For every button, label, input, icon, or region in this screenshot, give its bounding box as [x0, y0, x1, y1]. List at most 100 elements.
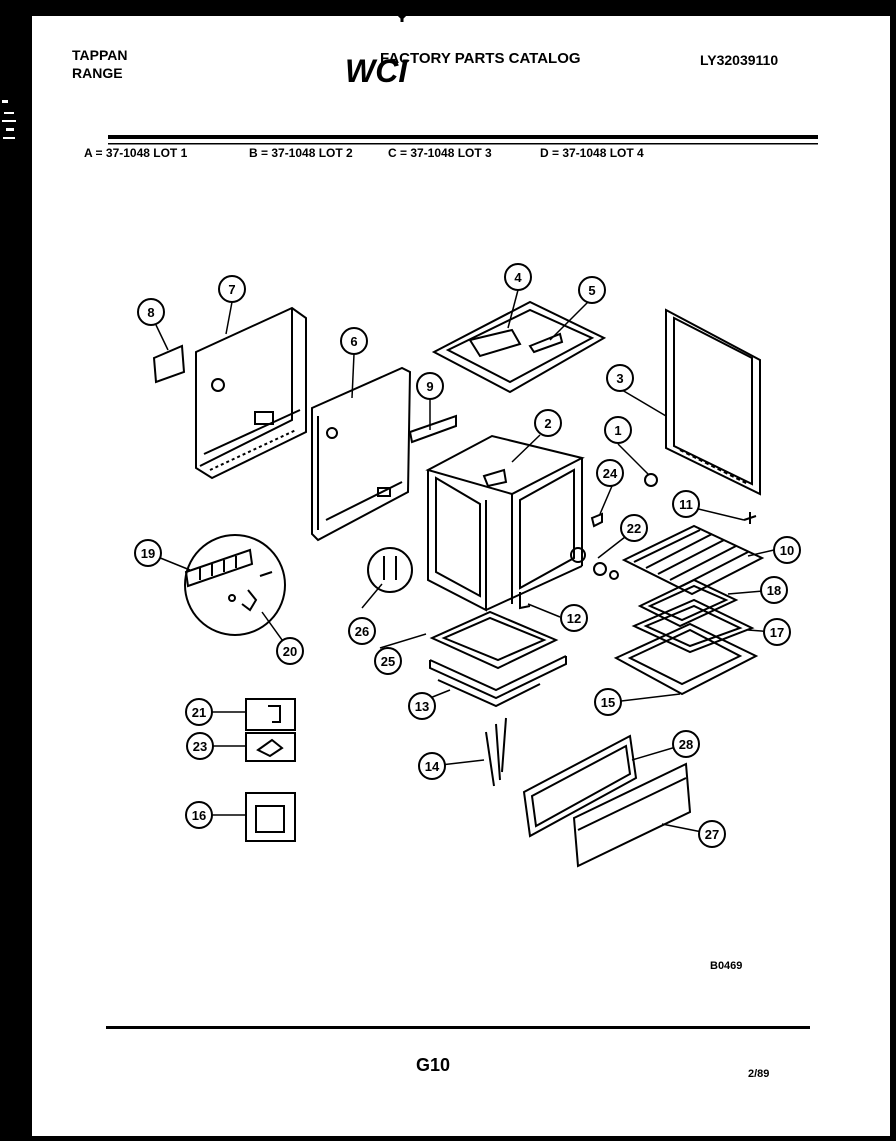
parts-linework	[152, 300, 765, 868]
part-clip	[519, 592, 531, 610]
callout-8: 8	[137, 298, 165, 326]
callout-label: 15	[601, 695, 615, 710]
callout-label: 21	[192, 705, 206, 720]
callout-23: 23	[186, 732, 214, 760]
logo-text: WCI	[345, 53, 408, 89]
part-tube	[367, 547, 413, 593]
part-broil-pan	[637, 578, 739, 628]
callout-22: 22	[620, 514, 648, 542]
callout-7: 7	[218, 275, 246, 303]
callout-label: 27	[705, 827, 719, 842]
callout-label: 24	[603, 466, 618, 481]
brand-line-2: RANGE	[72, 65, 123, 81]
wci-logo: WCI	[345, 53, 408, 89]
callout-label: 12	[567, 611, 581, 626]
callout-label: 7	[228, 282, 235, 297]
part-hinge	[485, 717, 507, 787]
part-top-panel	[431, 300, 607, 394]
header-rule-thin	[108, 143, 818, 145]
footer-rule	[106, 1026, 810, 1029]
part-pin	[590, 512, 603, 528]
part-rack	[621, 524, 765, 596]
part-kick-plate	[572, 762, 692, 868]
brand-block: TAPPAN RANGE	[72, 46, 127, 82]
model-number: LY32039110	[700, 52, 779, 68]
drawing-code: B0469	[710, 960, 743, 972]
part-drawer-panel	[522, 734, 638, 838]
callout-label: 1	[614, 423, 621, 438]
callout-label: 19	[141, 546, 155, 561]
callout-13: 13	[408, 692, 436, 720]
callouts: 1 2 3 4 5 6 7 8 9 10 11 12 13 14 15 16 1…	[134, 263, 801, 848]
callout-label: 8	[147, 305, 154, 320]
brand-line-1: TAPPAN	[72, 47, 128, 63]
part-knob	[644, 473, 658, 487]
callout-1: 1	[604, 416, 632, 444]
callout-16: 16	[185, 801, 213, 829]
callout-5: 5	[578, 276, 606, 304]
callout-label: 2	[544, 416, 551, 431]
callout-label: 18	[767, 583, 781, 598]
part-regulator-box	[245, 732, 296, 762]
callout-17: 17	[763, 618, 791, 646]
callout-label: 9	[426, 379, 433, 394]
date-code: 2/89	[748, 1068, 770, 1080]
callout-25: 25	[374, 647, 402, 675]
callout-label: 16	[192, 808, 206, 823]
callout-label: 17	[770, 625, 784, 640]
callout-label: 10	[780, 543, 794, 558]
lot-b: B = 37-1048 LOT 2	[249, 146, 353, 160]
part-oven-frame	[425, 434, 585, 612]
callout-12: 12	[560, 604, 588, 632]
callout-21: 21	[185, 698, 213, 726]
callout-2: 2	[534, 409, 562, 437]
part-screw	[743, 512, 757, 524]
callout-label: 14	[425, 759, 440, 774]
part-switch-box	[245, 792, 296, 842]
callout-26: 26	[348, 617, 376, 645]
callout-14: 14	[418, 752, 446, 780]
part-drawer-bottom	[613, 622, 759, 696]
callout-label: 11	[679, 497, 693, 512]
callout-11: 11	[672, 490, 700, 518]
callout-27: 27	[698, 820, 726, 848]
lot-d: D = 37-1048 LOT 4	[540, 146, 644, 160]
part-igniter	[570, 547, 619, 580]
callout-19: 19	[134, 539, 162, 567]
callout-label: 26	[355, 624, 369, 639]
lot-a: A = 37-1048 LOT 1	[84, 146, 188, 160]
callout-3: 3	[606, 364, 634, 392]
part-control-detail	[184, 534, 286, 636]
callout-label: 6	[350, 334, 357, 349]
callout-label: 25	[381, 654, 395, 669]
callout-15: 15	[594, 688, 622, 716]
callout-label: 22	[627, 521, 641, 536]
callout-28: 28	[672, 730, 700, 758]
callout-label: 23	[193, 739, 207, 754]
part-bracket	[408, 414, 457, 444]
callout-6: 6	[340, 327, 368, 355]
part-base	[429, 655, 567, 708]
callout-label: 20	[283, 644, 297, 659]
part-right-side-panel	[665, 308, 761, 496]
callout-9: 9	[416, 372, 444, 400]
callout-4: 4	[504, 263, 532, 291]
part-pan-liner	[631, 598, 755, 654]
catalog-title: FACTORY PARTS CATALOG	[380, 50, 581, 67]
part-valve-box	[245, 698, 296, 731]
callout-label: 4	[514, 270, 522, 285]
callout-24: 24	[596, 459, 624, 487]
part-side-panel	[311, 366, 412, 542]
callout-label: 5	[588, 283, 595, 298]
callout-label: 3	[616, 371, 623, 386]
scan-mark	[390, 6, 414, 22]
lot-c: C = 37-1048 LOT 3	[388, 146, 492, 160]
scan-edge-marks	[2, 100, 16, 139]
callout-18: 18	[760, 576, 788, 604]
callout-label: 13	[415, 699, 429, 714]
page-number: G10	[416, 1055, 451, 1075]
part-small-tab	[152, 344, 186, 384]
callout-20: 20	[276, 637, 304, 665]
header-rule-thick	[108, 135, 818, 139]
catalog-sheet	[32, 16, 890, 1136]
